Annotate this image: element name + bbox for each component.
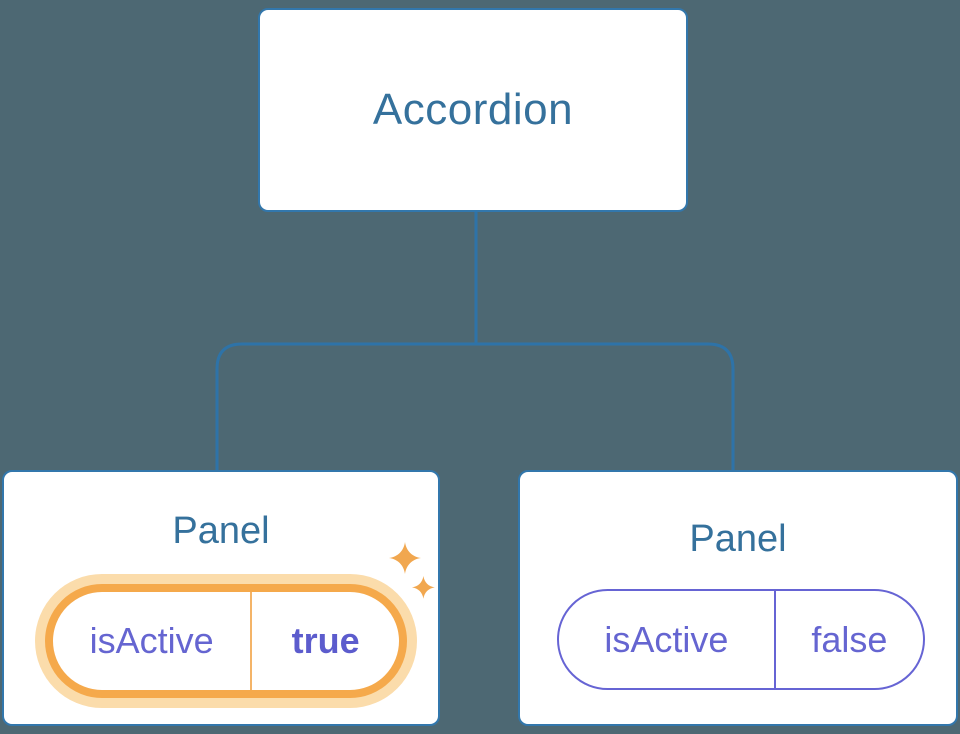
panel-node-active: Panel isActive true <box>2 470 440 726</box>
panel-node-inactive: Panel isActive false <box>518 470 958 726</box>
connector-branch-line <box>215 342 735 472</box>
sparkle-small <box>412 576 435 599</box>
state-pill-inactive: isActive false <box>557 589 925 690</box>
sparkles-icon <box>389 542 435 599</box>
accordion-node: Accordion <box>258 8 688 212</box>
state-value-label: false <box>811 618 888 660</box>
panel-node-label: Panel <box>172 510 270 552</box>
accordion-node-label: Accordion <box>372 85 574 134</box>
sparkle-large <box>389 542 421 574</box>
state-name-label: isActive <box>53 592 253 690</box>
state-name-label: isActive <box>559 591 776 688</box>
state-pill-active: isActive true <box>45 584 407 698</box>
panel-node-label: Panel <box>689 518 787 560</box>
state-value-label: true <box>291 620 360 661</box>
